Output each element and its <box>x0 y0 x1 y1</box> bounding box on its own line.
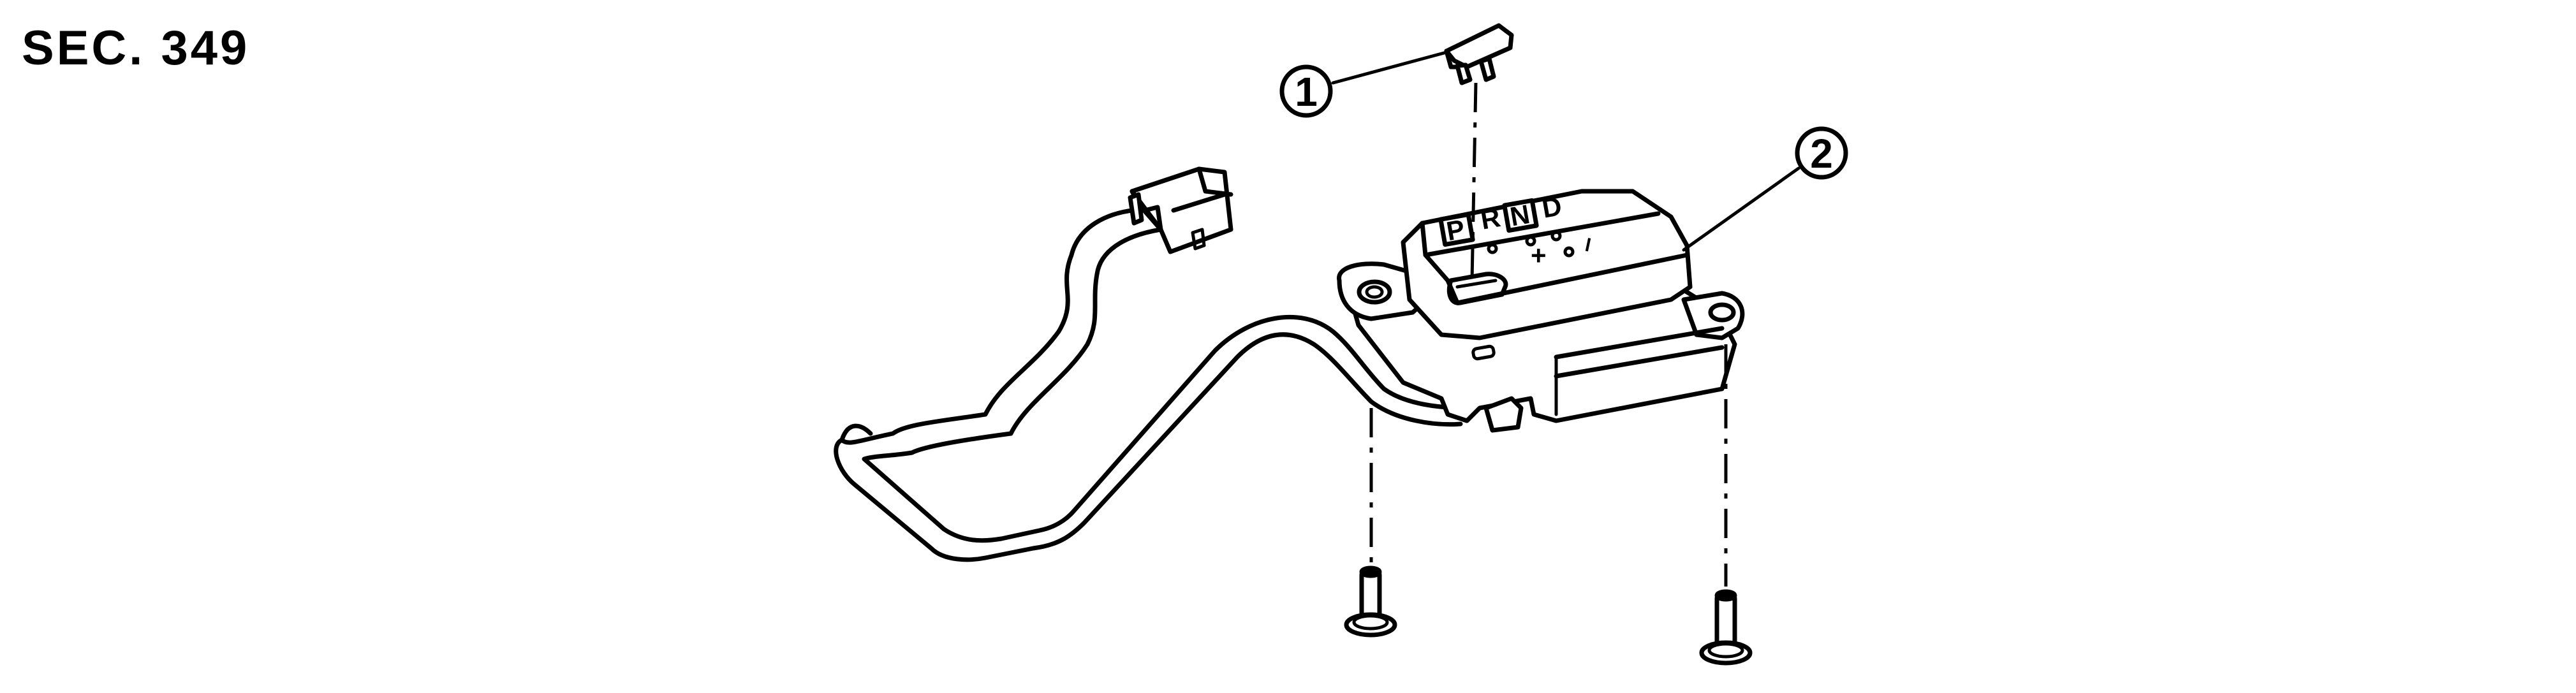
callout-1-number: 1 <box>1295 69 1318 115</box>
callout-2-number: 2 <box>1810 131 1833 177</box>
shift-selector-body <box>1337 189 1745 433</box>
assembly-centerlines <box>1369 82 1728 587</box>
selector-knob <box>1444 23 1514 85</box>
bolt-left <box>1344 565 1397 638</box>
gate-indicator: P R N D + – <box>1438 191 1602 270</box>
section-label: SEC. 349 <box>22 21 250 75</box>
harness-connector <box>1128 166 1233 254</box>
gate-plus: + <box>1531 240 1547 270</box>
callout-1: 1 <box>1279 50 1448 118</box>
wire-harness <box>834 207 1469 562</box>
bolt-right <box>1699 589 1753 666</box>
callout-2: 2 <box>1682 126 1848 252</box>
